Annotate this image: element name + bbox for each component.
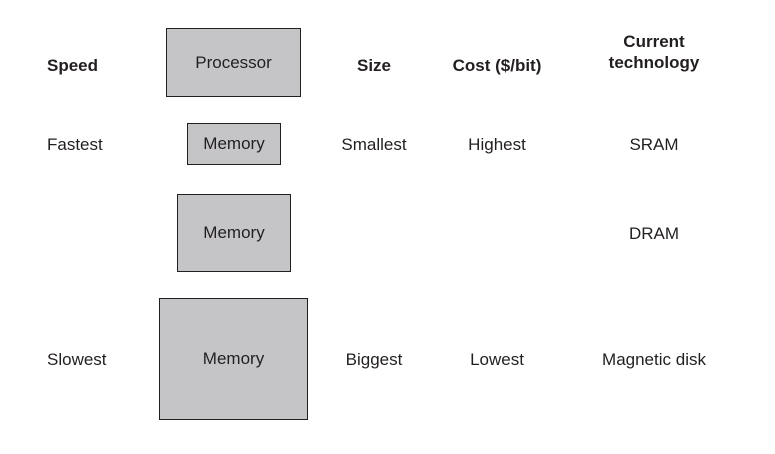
level-3-memory-label: Memory [202,349,265,368]
processor-box: Processor [166,28,301,97]
header-technology-line1: Current [623,32,685,51]
level-1-memory-box: Memory [187,123,281,165]
level-3-size: Biggest [345,350,403,369]
level-3-cost: Lowest [470,350,524,369]
level-1-memory-label: Memory [203,134,265,153]
level-2-memory-box: Memory [177,194,291,272]
level-3-technology: Magnetic disk [602,350,706,369]
level-1-speed: Fastest [47,135,103,154]
level-2-memory-label: Memory [203,223,265,242]
header-cost: Cost ($/bit) [452,56,542,75]
header-technology-line2: technology [608,53,700,72]
header-size: Size [356,56,392,75]
processor-label: Processor [195,52,272,72]
level-3-speed: Slowest [47,350,107,369]
level-1-technology: SRAM [629,135,679,154]
level-1-size: Smallest [341,135,407,154]
header-speed: Speed [47,56,99,75]
level-2-technology: DRAM [628,224,680,243]
level-1-cost: Highest [468,135,526,154]
level-3-memory-box: Memory [159,298,308,420]
